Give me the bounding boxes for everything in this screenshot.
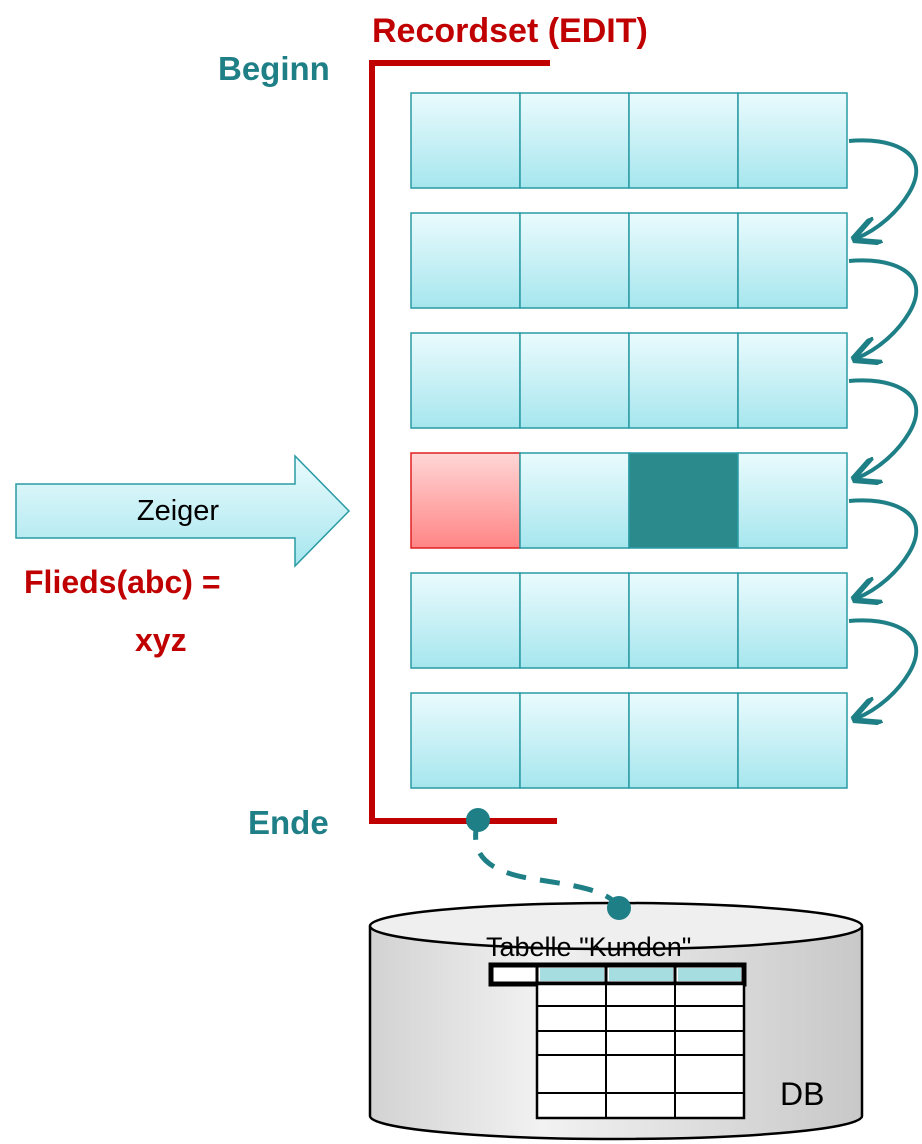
next-record-arrow [849, 138, 919, 238]
record-field [519, 92, 630, 189]
record-row [410, 92, 848, 189]
field-assignment-line1: Flieds(abc) = [24, 564, 221, 600]
record-field [410, 332, 521, 429]
record-field [519, 572, 630, 669]
recordset-title: Recordset (EDIT) [372, 12, 648, 50]
record-field [628, 692, 739, 789]
field-assignment-line2: xyz [135, 622, 187, 658]
db-table-title: Tabelle "Kunden" [486, 932, 692, 962]
record-field [737, 332, 848, 429]
record-row [410, 332, 848, 429]
db-table [488, 962, 747, 1120]
pointer-arrow [15, 454, 351, 568]
record-field [410, 212, 521, 309]
next-record-arrow [849, 498, 919, 598]
record-field [410, 92, 521, 189]
record-field [737, 452, 848, 549]
record-field [519, 212, 630, 309]
marked-field [410, 452, 521, 549]
next-record-arrow [849, 378, 919, 478]
next-record-arrow [849, 618, 919, 718]
begin-label: Beginn [218, 50, 330, 87]
next-record-arrow [849, 258, 919, 358]
db-label: DB [780, 1076, 825, 1112]
navigation-arrows [849, 138, 919, 718]
db-connector-dot [607, 896, 631, 920]
record-field [737, 92, 848, 189]
record-rows [410, 92, 848, 789]
record-row [410, 692, 848, 789]
record-field [628, 92, 739, 189]
current-field [628, 452, 739, 549]
end-label: Ende [248, 804, 329, 841]
record-row [410, 452, 848, 549]
recordset-bracket [369, 60, 557, 824]
record-field [628, 212, 739, 309]
record-field [737, 572, 848, 669]
record-field [410, 572, 521, 669]
record-row [410, 572, 848, 669]
record-field [519, 332, 630, 429]
pointer-label: Zeiger [136, 495, 220, 527]
record-field [737, 212, 848, 309]
db-connection-line [473, 819, 622, 910]
record-field [519, 692, 630, 789]
recordset-connector-dot [466, 808, 490, 832]
record-field [628, 332, 739, 429]
record-field [519, 452, 630, 549]
record-row [410, 212, 848, 309]
record-field [628, 572, 739, 669]
record-field [410, 692, 521, 789]
record-field [737, 692, 848, 789]
